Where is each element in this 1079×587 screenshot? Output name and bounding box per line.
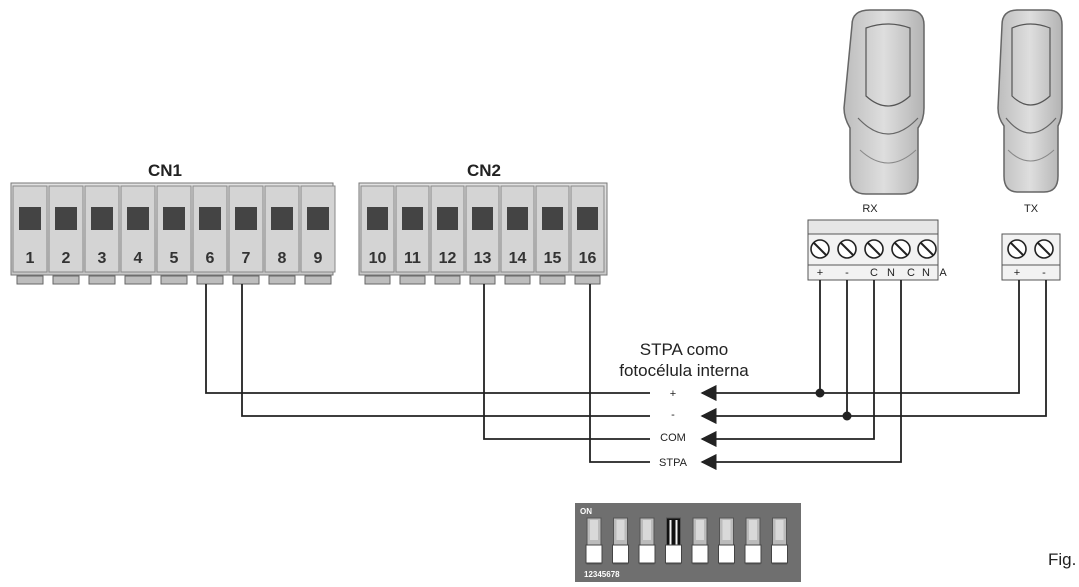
- cn1-terminal-4: 4: [120, 185, 156, 285]
- cn1-terminal-2: 2: [48, 185, 84, 285]
- dip-switch-4: [665, 517, 682, 565]
- cn1-terminal-label: 8: [278, 250, 287, 267]
- cn1-terminals: 1 2 3 4 5 6 7 8 9: [12, 185, 336, 285]
- tx-screw-icon: [1007, 239, 1027, 259]
- dip-switch-3: [638, 517, 656, 565]
- tx-sensor-illustration: [997, 9, 1063, 193]
- cn2-connector: CN2 10 11 12 13 14 15 16: [358, 161, 608, 285]
- rx-sensor-illustration: [843, 9, 925, 195]
- tx-title: TX: [1024, 203, 1039, 215]
- cn2-terminal-11: 11: [395, 185, 430, 285]
- cn2-terminals: 10 11 12 13 14 15 16: [360, 185, 605, 285]
- rx-screw-icon: [917, 239, 937, 259]
- tx-pin-labels: +-: [1014, 267, 1046, 279]
- cn1-terminal-9: 9: [300, 185, 336, 285]
- cn2-terminal-label: 16: [579, 250, 597, 267]
- cn2-terminal-14: 14: [500, 185, 535, 285]
- tx-pin-label: -: [1042, 267, 1046, 279]
- cn1-terminal-label: 2: [62, 250, 71, 267]
- rx-screw-icon: [864, 239, 884, 259]
- cn1-terminal-5: 5: [156, 185, 192, 285]
- cn2-terminal-12: 12: [430, 185, 465, 285]
- cn2-terminal-label: 13: [474, 250, 492, 267]
- tx-screw-icon: [1034, 239, 1054, 259]
- rx-pin-label: N: [922, 267, 930, 279]
- cn1-terminal-8: 8: [264, 185, 300, 285]
- cn1-terminal-label: 6: [206, 250, 215, 267]
- wire-cn1-6-plus: [205, 284, 650, 394]
- dip-switch-8: [771, 517, 788, 565]
- dip-switch-5: [691, 517, 709, 565]
- caption-line-2: fotocélula interna: [619, 361, 749, 380]
- signal-label-minus: -: [671, 409, 675, 421]
- caption-line-1: STPA como: [640, 340, 729, 359]
- rx-pin-label: -: [845, 267, 849, 279]
- cn2-terminal-15: 15: [535, 185, 570, 285]
- cn1-terminal-7: 7: [228, 185, 264, 285]
- dip-switches: [585, 517, 788, 565]
- rx-screw-icon: [891, 239, 911, 259]
- cn1-terminal-label: 5: [170, 250, 179, 267]
- rx-pin-label: C: [907, 267, 915, 279]
- cn1-terminal-label: 1: [26, 250, 35, 267]
- cn1-terminal-label: 3: [98, 250, 107, 267]
- controller-wires: [205, 284, 650, 463]
- cn2-terminal-label: 12: [439, 250, 457, 267]
- wire-rx-n: [700, 280, 902, 471]
- fig-label: Fig.: [1048, 550, 1076, 569]
- dip-switch: ON 12345678: [575, 503, 801, 582]
- cn1-terminal-3: 3: [84, 185, 120, 285]
- cn1-connector: CN1 1 2 3 4 5 6 7 8 9: [10, 161, 336, 285]
- cn2-terminal-10: 10: [360, 185, 395, 285]
- dip-on-label: ON: [580, 507, 592, 516]
- cn1-terminal-1: 1: [12, 185, 48, 285]
- rx-pin-label: A: [939, 267, 947, 279]
- cn2-terminal-16: 16: [570, 185, 605, 285]
- tx-pin-label: +: [1014, 267, 1020, 279]
- junction-minus: [842, 411, 852, 421]
- sensor-wires: [700, 280, 1047, 471]
- dip-switch-2: [612, 517, 629, 565]
- cn2-terminal-label: 15: [544, 250, 562, 267]
- cn1-terminal-label: 9: [314, 250, 323, 267]
- signal-label-com: COM: [660, 432, 686, 444]
- signal-label-stpa: STPA: [659, 457, 688, 469]
- rx-pin-label: +: [817, 267, 823, 279]
- rx-screw-icon: [810, 239, 830, 259]
- cn1-terminal-6: 6: [192, 185, 228, 285]
- dip-switch-6: [718, 517, 735, 565]
- wire-cn2-16-stpa: [589, 284, 650, 463]
- cn1-title: CN1: [148, 161, 182, 180]
- dip-switch-1: [585, 517, 603, 565]
- cn2-terminal-label: 11: [404, 250, 421, 267]
- rx-screws: [810, 239, 937, 259]
- cn2-terminal-label: 14: [509, 250, 527, 267]
- wire-cn2-13-com: [483, 284, 650, 440]
- junction-plus: [815, 388, 825, 398]
- dip-numbers: 12345678: [584, 570, 620, 579]
- rx-title: RX: [862, 203, 878, 215]
- wire-tx-minus: [847, 280, 1047, 417]
- dip-switch-body: [575, 503, 801, 582]
- wire-tx-plus: [820, 280, 1020, 394]
- dip-switch-7: [744, 517, 762, 565]
- cn1-terminal-label: 4: [134, 250, 143, 267]
- tx-screws: [1007, 239, 1054, 259]
- cn2-title: CN2: [467, 161, 501, 180]
- wire-cn1-7-minus: [241, 284, 650, 417]
- tx-terminal-block: +-: [1001, 233, 1061, 281]
- signal-label-plus: +: [670, 388, 676, 400]
- rx-pin-label: N: [887, 267, 895, 279]
- wire-rx-c: [700, 280, 875, 448]
- cn2-terminal-label: 10: [369, 250, 387, 267]
- cn1-terminal-label: 7: [242, 250, 251, 267]
- rx-pin-label: C: [870, 267, 878, 279]
- cn2-terminal-13: 13: [465, 185, 500, 285]
- rx-screw-icon: [837, 239, 857, 259]
